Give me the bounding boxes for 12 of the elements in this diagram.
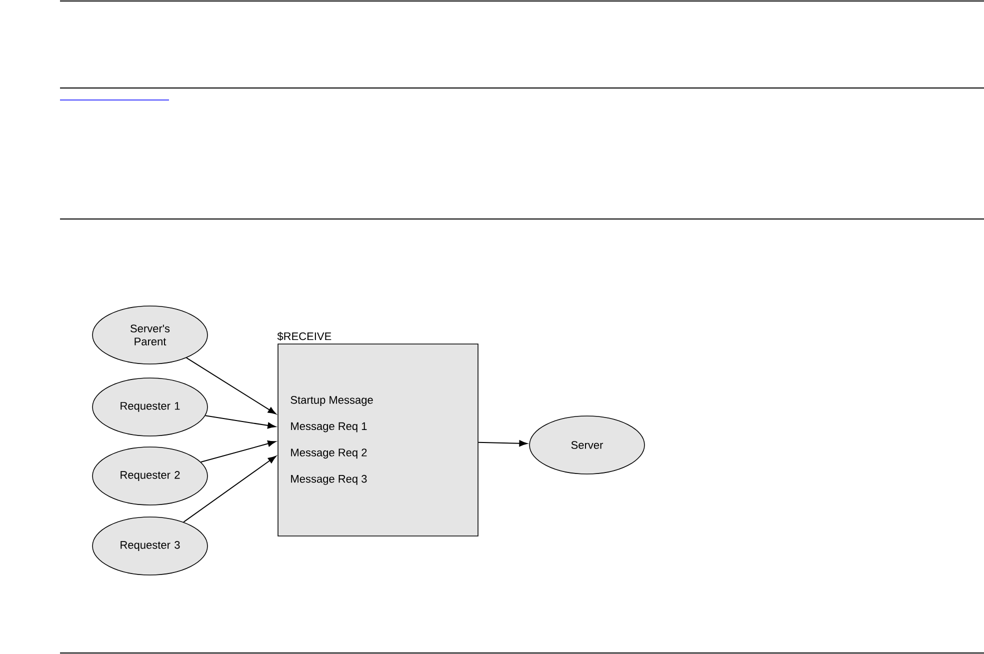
node-label: $RECEIVE (277, 332, 332, 341)
arrow (183, 456, 276, 523)
ellipse-node: Server (529, 416, 645, 474)
ellipse-node: Requester 3 (92, 516, 208, 576)
ellipse-node: Server's Parent (92, 306, 208, 364)
ellipse-node: Requester 2 (92, 446, 208, 506)
arrow (186, 357, 276, 414)
arrow (204, 415, 276, 429)
arrow (478, 440, 528, 447)
ellipse-node: Requester 1 (92, 378, 208, 436)
queue-box: $RECEIVE Startup Message Message Req 1 Message Req 2 Message Req 3 (277, 332, 478, 536)
arrow (200, 440, 276, 463)
